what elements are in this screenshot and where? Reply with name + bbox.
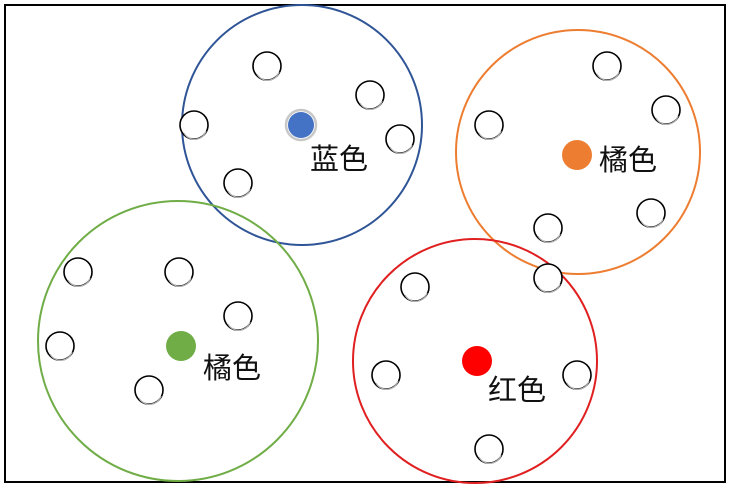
member-point	[533, 213, 563, 243]
member-point	[355, 80, 385, 110]
member-point	[636, 198, 666, 228]
cluster-blue: 蓝色	[179, 4, 423, 246]
member-point	[223, 301, 253, 331]
member-point	[134, 375, 164, 405]
cluster-center-orange	[562, 140, 592, 170]
member-point	[474, 110, 504, 140]
member-point	[45, 331, 75, 361]
cluster-label-blue: 蓝色	[310, 142, 368, 176]
cluster-ring-red	[352, 238, 598, 484]
member-point	[179, 110, 209, 140]
member-point	[63, 257, 93, 287]
cluster-ring-green	[37, 200, 319, 482]
cluster-center-blue	[288, 112, 314, 138]
cluster-label-green: 橘色	[203, 351, 261, 385]
member-point	[474, 434, 504, 464]
member-point	[223, 168, 253, 198]
member-point	[400, 272, 430, 302]
cluster-red: 红色	[352, 238, 598, 484]
cluster-label-orange: 橘色	[599, 143, 657, 177]
cluster-center-green	[166, 331, 196, 361]
member-point	[592, 51, 622, 81]
member-point	[533, 263, 563, 293]
member-point	[371, 360, 401, 390]
frame-border	[4, 4, 726, 483]
member-point	[252, 51, 282, 81]
member-point	[562, 360, 592, 390]
cluster-label-red: 红色	[488, 373, 546, 407]
member-point	[164, 257, 194, 287]
member-point	[651, 95, 681, 125]
member-point	[385, 124, 415, 154]
cluster-ring-orange	[455, 29, 701, 275]
cluster-center-red	[462, 346, 492, 376]
cluster-orange: 橘色	[455, 29, 701, 275]
cluster-green: 橘色	[37, 200, 319, 482]
